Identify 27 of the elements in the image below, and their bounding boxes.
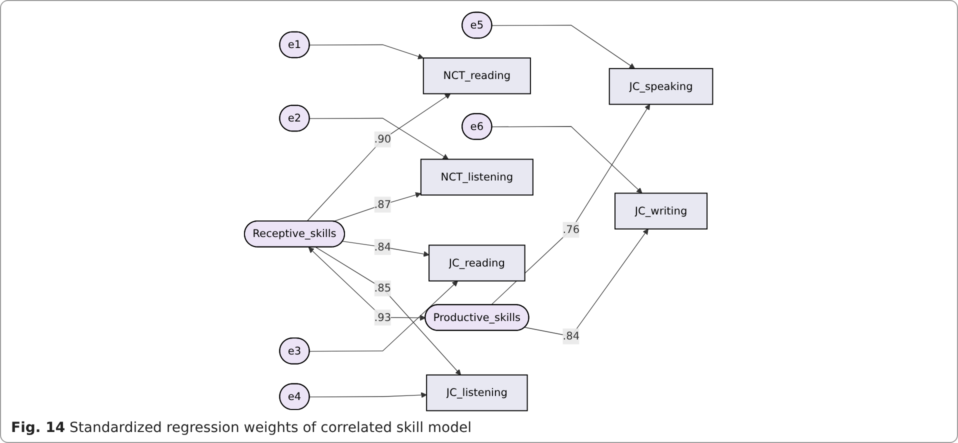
arrow <box>310 392 428 398</box>
arrow <box>334 192 422 222</box>
node-box: NCT_listening <box>420 158 534 196</box>
edge-label: .90 <box>374 132 392 146</box>
node-box: JC_speaking <box>609 68 714 105</box>
arrow <box>308 247 426 321</box>
edge-label: .93 <box>374 310 392 324</box>
arrow <box>524 228 649 337</box>
edge-label: .85 <box>374 282 392 294</box>
node-box: JC_writing <box>614 192 708 230</box>
edge-label: .84 <box>563 330 580 342</box>
arrow <box>342 241 430 257</box>
node-box: JC_reading <box>428 244 526 282</box>
arrow <box>310 280 458 352</box>
node-box: JC_listening <box>426 374 528 412</box>
edge-label: .87 <box>374 198 392 211</box>
arrow <box>310 44 424 60</box>
edge-label: .76 <box>563 223 580 236</box>
arrow <box>306 93 452 222</box>
arrow <box>492 126 643 194</box>
node-box: NCT_reading <box>423 57 532 94</box>
edge-label: .84 <box>374 240 392 253</box>
arrow <box>492 24 636 69</box>
arrow <box>310 118 450 160</box>
arrow <box>491 104 650 306</box>
figure-caption: Fig. 14 Standardized regression weights of correlated skill model <box>11 420 473 436</box>
arrow <box>316 246 462 376</box>
